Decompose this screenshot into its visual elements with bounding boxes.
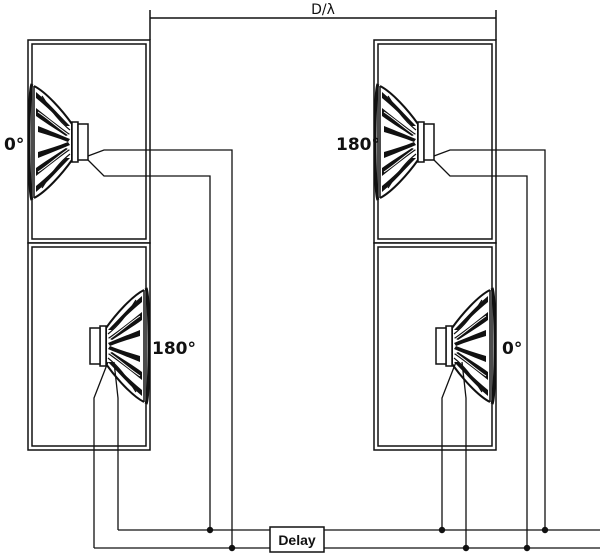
left-stack bbox=[27, 39, 151, 451]
right-stack bbox=[373, 39, 497, 451]
phase-label-left-bottom: 180° bbox=[152, 339, 196, 359]
phase-label-right-top: 180° bbox=[336, 135, 380, 155]
phase-label-left-top: 0° bbox=[4, 135, 24, 155]
wiring bbox=[87, 149, 600, 549]
phase-label-right-bottom: 0° bbox=[502, 339, 522, 359]
dimension-label: D/λ bbox=[311, 2, 335, 18]
junction-dots bbox=[206, 526, 549, 552]
delay-label: Delay bbox=[278, 532, 316, 548]
delay-box: Delay bbox=[269, 526, 325, 553]
dimension-indicator: D/λ bbox=[149, 2, 497, 40]
